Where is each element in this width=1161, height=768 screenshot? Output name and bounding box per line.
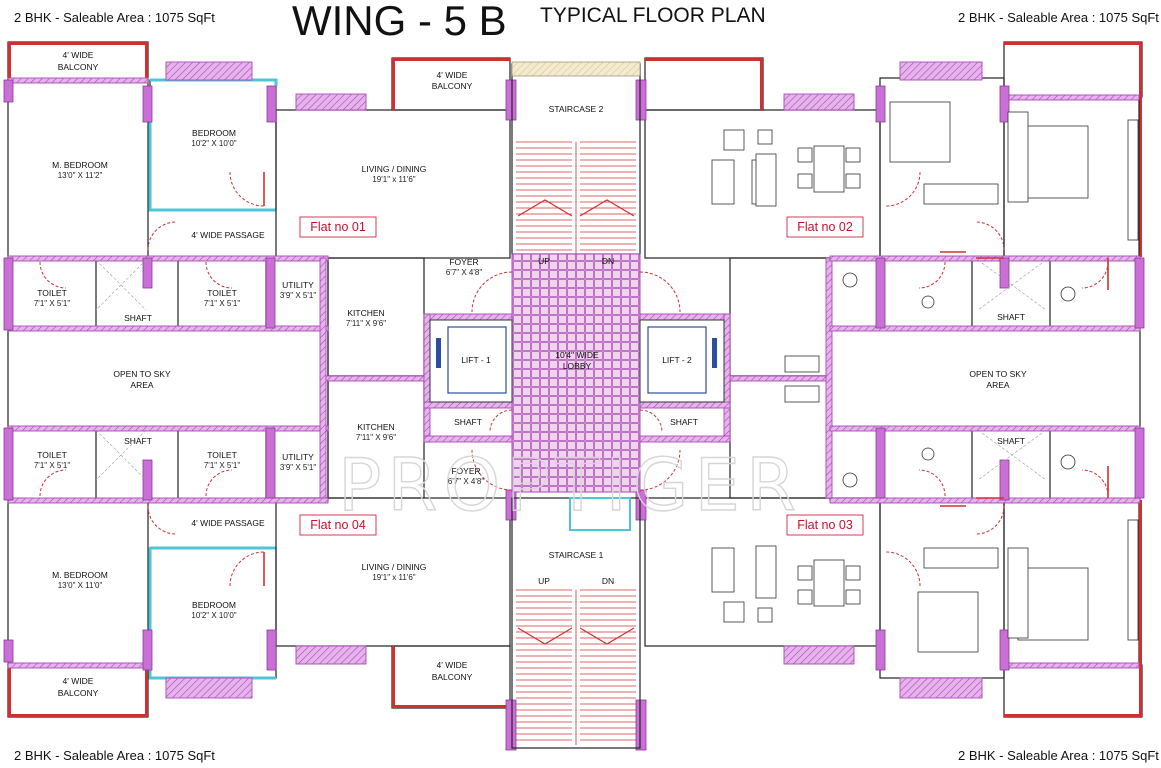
balcony-bl-line2: BALCONY <box>58 688 99 698</box>
living-top-name: LIVING / DINING <box>362 164 427 174</box>
balcony-bl-line1: 4' WIDE <box>63 676 94 686</box>
mbed-top-name: M. BEDROOM <box>52 160 108 170</box>
staircase-2-label: STAIRCASE 2 <box>549 104 604 114</box>
area-label-top-left: 2 BHK - Saleable Area : 1075 SqFt <box>14 10 215 25</box>
furniture-flat-02 <box>711 101 1139 373</box>
living-bot-name: LIVING / DINING <box>362 562 427 572</box>
stair-dn-top: DN <box>602 256 614 266</box>
area-label-bottom-right: 2 BHK - Saleable Area : 1075 SqFt <box>958 748 1159 763</box>
room-doors <box>39 171 1109 587</box>
shaft-markings <box>95 259 1047 481</box>
foyer-bot-name: FOYER <box>451 466 480 476</box>
plan-subtitle: TYPICAL FLOOR PLAN <box>540 4 766 27</box>
foyer-top-dim: 6'7" X 4'8" <box>446 268 482 277</box>
toilet1-top-dim: 7'1" X 5'1" <box>34 299 70 308</box>
toilet2-bot-name: TOILET <box>207 450 237 460</box>
balcony-bc-line2: BALCONY <box>432 672 473 682</box>
bed-bot-dim: 10'2" X 10'0" <box>191 611 236 620</box>
passage-top: 4' WIDE PASSAGE <box>191 230 265 240</box>
kitchen-top-name: KITCHEN <box>347 308 384 318</box>
utility-top-name: UTILITY <box>282 280 314 290</box>
living-top-dim: 19'1" x 11'6" <box>372 175 415 184</box>
foyer-bot-dim: 6'7" X 4'8" <box>448 477 484 486</box>
area-label-bottom-left: 2 BHK - Saleable Area : 1075 SqFt <box>14 748 215 763</box>
kitchen-top-dim: 7'11" X 9'6" <box>346 319 386 328</box>
bed-bot-name: BEDROOM <box>192 600 236 610</box>
bed-top-name: BEDROOM <box>192 128 236 138</box>
watermark-text: PROPTIGER <box>338 443 802 527</box>
lift-2-label: LIFT - 2 <box>662 355 692 365</box>
toilet2-top-name: TOILET <box>207 288 237 298</box>
flat-01-label: Flat no 01 <box>310 220 366 234</box>
stair-dn-bot: DN <box>602 576 614 586</box>
lobby-line2: LOBBY <box>563 361 592 371</box>
shaft-bot-left: SHAFT <box>124 436 152 446</box>
lobby-line1: 10'4" WIDE <box>555 350 599 360</box>
staircase-1 <box>511 497 641 749</box>
kitchen-bot-dim: 7'11" X 9'6" <box>356 433 396 442</box>
toilet1-bot-name: TOILET <box>37 450 67 460</box>
foyer-doors <box>471 271 681 491</box>
flat-02-label: Flat no 02 <box>797 220 853 234</box>
utility-bot-dim: 3'9" X 5'1" <box>280 463 316 472</box>
stair-up-bot: UP <box>538 576 550 586</box>
utility-top-dim: 3'9" X 5'1" <box>280 291 316 300</box>
stair-up-top: UP <box>538 256 550 266</box>
open-sky-left-line2: AREA <box>130 380 153 390</box>
passage-bot: 4' WIDE PASSAGE <box>191 518 265 528</box>
plan-title: WING - 5 B <box>292 0 507 44</box>
flat-03-label: Flat no 03 <box>797 518 853 532</box>
toilet1-bot-dim: 7'1" X 5'1" <box>34 461 70 470</box>
balcony-bc-line1: 4' WIDE <box>437 660 468 670</box>
furniture-flat-03 <box>711 385 1139 653</box>
open-sky-right-line1: OPEN TO SKY <box>969 369 1027 379</box>
lift-1 <box>429 319 513 403</box>
flat-04-label: Flat no 04 <box>310 518 366 532</box>
shaft-top-left: SHAFT <box>124 313 152 323</box>
toilet1-top-name: TOILET <box>37 288 67 298</box>
mbed-bot-name: M. BEDROOM <box>52 570 108 580</box>
red-partitions <box>940 251 1109 507</box>
lift-1-label: LIFT - 1 <box>461 355 491 365</box>
shaft-top-right: SHAFT <box>997 312 1025 322</box>
room-labels: 4' WIDE BALCONY 4' WIDE BALCONY 4' WIDE … <box>34 50 1027 698</box>
utility-bot-name: UTILITY <box>282 452 314 462</box>
flat-labels: Flat no 01 Flat no 02 Flat no 03 Flat no… <box>299 216 864 536</box>
living-bot-dim: 19'1" x 11'6" <box>372 573 415 582</box>
balcony-tc-line2: BALCONY <box>432 81 473 91</box>
staircase-2 <box>511 61 641 255</box>
toilet2-top-dim: 7'1" X 5'1" <box>204 299 240 308</box>
staircase-1-label: STAIRCASE 1 <box>549 550 604 560</box>
foyer-top-name: FOYER <box>449 257 478 267</box>
mbed-bot-dim: 13'0" X 11'0" <box>58 581 103 590</box>
balcony-tc-line1: 4' WIDE <box>437 70 468 80</box>
pillars <box>3 79 1145 751</box>
kitchen-bot-name: KITCHEN <box>357 422 394 432</box>
balcony-tl-line2: BALCONY <box>58 62 99 72</box>
shaft-core-left: SHAFT <box>454 417 482 427</box>
bed-top-dim: 10'2" X 10'0" <box>191 139 236 148</box>
balcony-tl-line1: 4' WIDE <box>63 50 94 60</box>
lift-2 <box>639 319 725 403</box>
open-sky-left-line1: OPEN TO SKY <box>113 369 171 379</box>
mbed-top-dim: 13'0" X 11'2" <box>58 171 103 180</box>
toilet2-bot-dim: 7'1" X 5'1" <box>204 461 240 470</box>
area-label-top-right: 2 BHK - Saleable Area : 1075 SqFt <box>958 10 1159 25</box>
open-sky-right-line2: AREA <box>986 380 1009 390</box>
shaft-core-right: SHAFT <box>670 417 698 427</box>
shaft-bot-right: SHAFT <box>997 436 1025 446</box>
